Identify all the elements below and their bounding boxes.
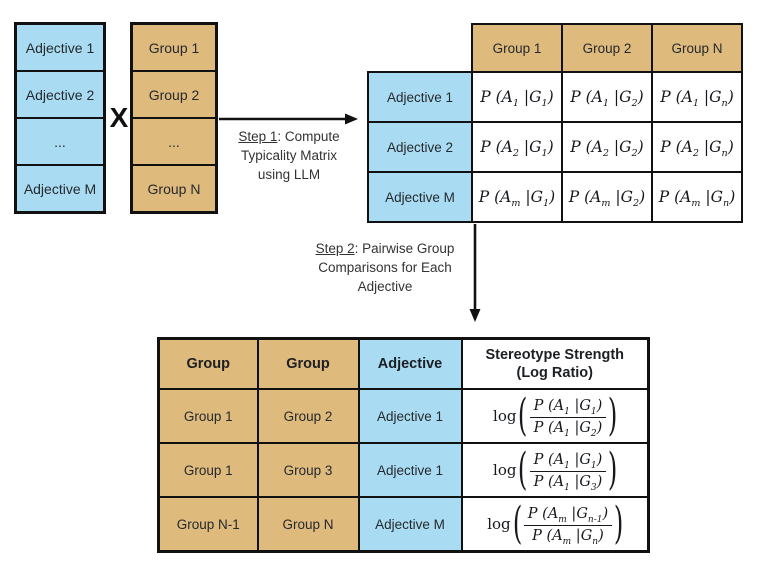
left-paren: ( <box>518 390 528 442</box>
table-row: Group 1 Group 3 Adjective 1 log ( P (A1 … <box>157 442 650 498</box>
step1-arrow-right-icon <box>219 113 358 125</box>
adjective-cell: Adjective 1 <box>357 388 463 444</box>
log-ratio-cell: log ( P (Am |Gn-1) P (Am |Gn) ) <box>460 496 650 553</box>
matrix-cell: P (A1 |G1) <box>471 71 563 123</box>
column-header-adjective: Adjective <box>357 337 463 390</box>
log-operator: log <box>493 461 517 479</box>
matrix-cell: P (A1 |Gn) <box>651 71 743 123</box>
matrix-col-header: Group 1 <box>471 23 563 73</box>
right-paren: ) <box>613 498 624 550</box>
probability-formula: P (Am |Gn) <box>658 187 736 209</box>
probability-formula: P (A1 |G2) <box>570 87 644 109</box>
adjective-list-item: Adjective 1 <box>14 22 106 72</box>
group-list-item: Group N <box>130 164 218 214</box>
fraction: P (A1 |G1) P (A1 |G3) <box>529 451 607 493</box>
step1-text-line2: Typicality Matrix <box>240 148 338 163</box>
matrix-cell: P (A2 |Gn) <box>651 121 743 173</box>
matrix-col-header: Group 2 <box>561 23 653 73</box>
group-list: Group 1 Group 2 ... Group N <box>130 22 218 214</box>
log-ratio-formula: log ( P (A1 |G1) P (A1 |G2) ) <box>493 390 618 442</box>
column-header-stereotype-strength: Stereotype Strength (Log Ratio) <box>460 337 650 390</box>
matrix-corner-empty <box>368 24 472 72</box>
step1-text: : Compute <box>277 129 340 144</box>
matrix-cell: P (Am |G2) <box>561 171 653 223</box>
adjective-list-item: Adjective M <box>14 164 106 214</box>
adjective-list-item: ... <box>14 117 106 166</box>
log-ratio-cell: log ( P (A1 |G1) P (A1 |G2) ) <box>460 388 650 444</box>
right-paren: ) <box>608 444 618 496</box>
fraction-denominator: P (A1 |G2) <box>533 419 603 439</box>
adjective-list-item: Adjective 2 <box>14 70 106 119</box>
column-header-group-a: Group <box>157 337 259 390</box>
matrix-cell: P (A1 |G2) <box>561 71 653 123</box>
fraction-denominator: P (Am |Gn) <box>532 527 604 547</box>
step2-text-line3: Adjective <box>357 279 413 294</box>
matrix-row-header: Adjective 1 <box>367 71 473 123</box>
typicality-matrix: Group 1 Group 2 Group N Adjective 1 P (A… <box>367 23 743 223</box>
step2-caption: Step 2: Pairwise Group Comparisons for E… <box>299 239 471 296</box>
probability-formula: P (A1 |G1) <box>480 87 554 109</box>
group-a-cell: Group 1 <box>157 388 259 444</box>
fraction-numerator: P (Am |Gn-1) <box>523 505 613 526</box>
matrix-row-header: Adjective 2 <box>367 121 473 173</box>
right-paren: ) <box>608 390 618 442</box>
group-a-cell: Group 1 <box>157 442 259 498</box>
adjective-cell: Adjective M <box>357 496 463 553</box>
group-list-item: ... <box>130 117 218 166</box>
probability-formula: P (A2 |Gn) <box>660 137 734 159</box>
probability-formula: P (Am |G1) <box>478 187 556 209</box>
cross-product-symbol: X <box>109 102 129 133</box>
fraction-numerator: P (A1 |G1) <box>529 451 607 472</box>
step2-text: : Pairwise Group <box>354 241 455 256</box>
probability-formula: P (A2 |G2) <box>570 137 644 159</box>
group-list-item: Group 2 <box>130 70 218 119</box>
adjective-list: Adjective 1 Adjective 2 ... Adjective M <box>14 22 106 214</box>
matrix-cell: P (A2 |G1) <box>471 121 563 173</box>
log-operator: log <box>493 407 517 425</box>
matrix-cell: P (Am |G1) <box>471 171 563 223</box>
left-paren: ( <box>512 498 522 550</box>
matrix-col-header: Group N <box>651 23 743 73</box>
column-header-group-b: Group <box>256 337 360 390</box>
table-header-row: Group Group Adjective Stereotype Strengt… <box>157 337 650 390</box>
fraction: P (Am |Gn-1) P (Am |Gn) <box>523 505 613 547</box>
fraction-denominator: P (A1 |G3) <box>533 473 603 493</box>
group-a-cell: Group N-1 <box>157 496 259 553</box>
log-operator: log <box>487 515 511 533</box>
probability-formula: P (Am |G2) <box>568 187 646 209</box>
probability-formula: P (A1 |Gn) <box>660 87 734 109</box>
step2-arrow-down-icon <box>469 224 481 322</box>
pairwise-comparison-table: Group Group Adjective Stereotype Strengt… <box>157 337 650 553</box>
table-row: Group N-1 Group N Adjective M log ( P (A… <box>157 496 650 553</box>
left-paren: ( <box>518 444 528 496</box>
fraction: P (A1 |G1) P (A1 |G2) <box>529 397 607 439</box>
group-list-item: Group 1 <box>130 22 218 72</box>
step2-text-line2: Comparisons for Each <box>318 260 452 275</box>
matrix-cell: P (A2 |G2) <box>561 121 653 173</box>
log-ratio-formula: log ( P (Am |Gn-1) P (Am |Gn) ) <box>487 498 624 550</box>
table-row: Group 1 Group 2 Adjective 1 log ( P (A1 … <box>157 388 650 444</box>
step1-label: Step 1 <box>238 129 278 144</box>
fraction-numerator: P (A1 |G1) <box>529 397 607 418</box>
step1-text-line3: using LLM <box>257 167 321 182</box>
step2-label: Step 2 <box>315 241 355 256</box>
matrix-row-header: Adjective M <box>367 171 473 223</box>
log-ratio-formula: log ( P (A1 |G1) P (A1 |G3) ) <box>493 444 618 496</box>
adjective-cell: Adjective 1 <box>357 442 463 498</box>
group-b-cell: Group N <box>256 496 360 553</box>
group-b-cell: Group 2 <box>256 388 360 444</box>
group-b-cell: Group 3 <box>256 442 360 498</box>
matrix-cell: P (Am |Gn) <box>651 171 743 223</box>
step1-caption: Step 1: Compute Typicality Matrix using … <box>214 127 364 184</box>
probability-formula: P (A2 |G1) <box>480 137 554 159</box>
log-ratio-cell: log ( P (A1 |G1) P (A1 |G3) ) <box>460 442 650 498</box>
